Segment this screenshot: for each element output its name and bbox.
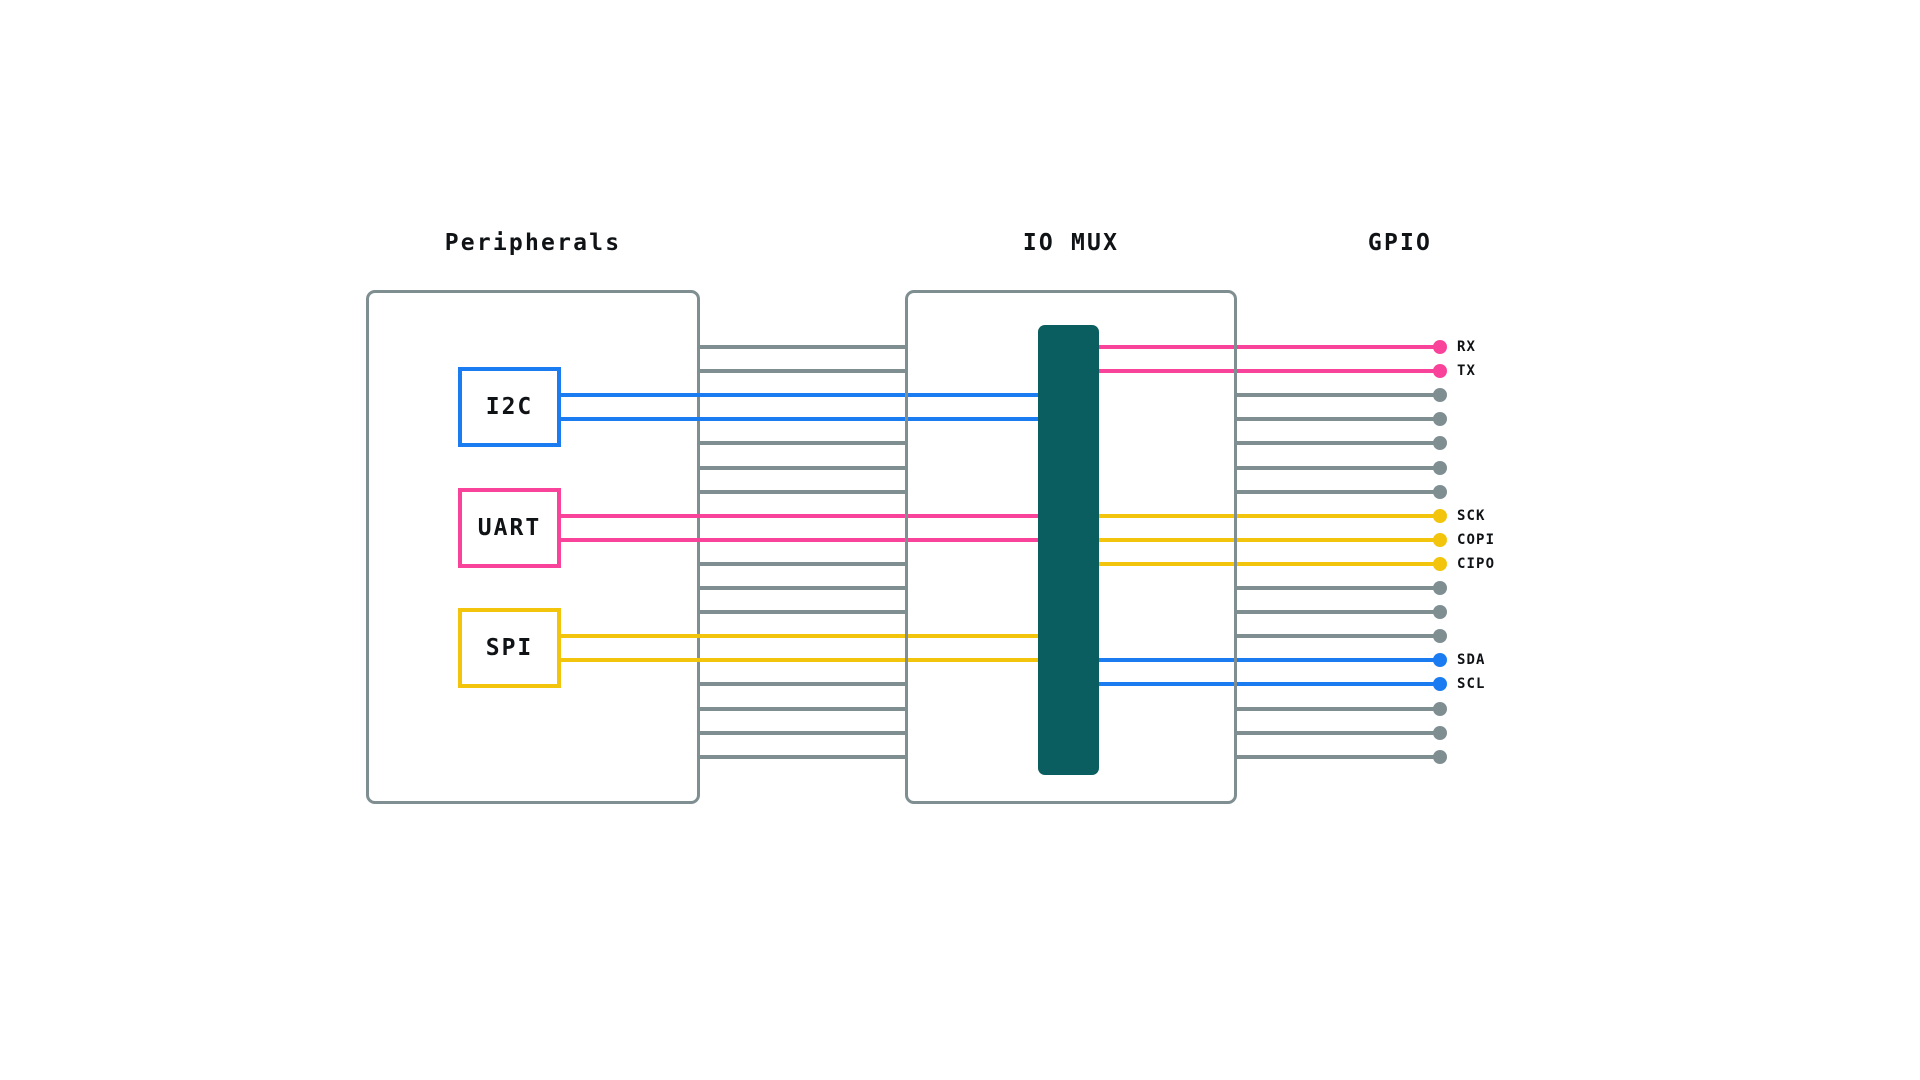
peripheral-block-uart[interactable]: UART — [458, 487, 561, 568]
gpio-pin-dot[interactable] — [1433, 581, 1447, 595]
column-title-peripherals: Peripherals — [444, 230, 622, 256]
peripheral-stub-wire — [557, 513, 704, 518]
column-title-io-mux: IO MUX — [1022, 230, 1120, 256]
signal-wire — [700, 417, 1044, 422]
gpio-pin-dot[interactable] — [1433, 605, 1447, 620]
io-mux-bar — [1038, 325, 1099, 775]
gpio-unused-wire — [1237, 754, 1440, 759]
column-title-gpio: GPIO — [1367, 230, 1433, 256]
gpio-unused-wire — [1237, 417, 1440, 422]
gpio-unused-wire — [1237, 610, 1440, 615]
peripheral-block-label: UART — [477, 514, 542, 541]
peripheral-stub-wire — [557, 417, 704, 422]
gpio-pin-label: SCK — [1457, 507, 1486, 524]
gpio-unused-wire — [1237, 393, 1440, 398]
unused-wire — [700, 706, 906, 711]
unused-wire — [700, 345, 906, 349]
gpio-pin-dot-cipo[interactable] — [1433, 556, 1447, 571]
gpio-signal-wire — [1093, 369, 1440, 374]
gpio-signal-wire — [1093, 682, 1440, 687]
gpio-pin-dot-sck[interactable] — [1433, 508, 1447, 523]
unused-wire — [700, 682, 906, 687]
peripherals-panel — [366, 290, 700, 804]
gpio-pin-label: SDA — [1457, 652, 1486, 669]
gpio-pin-label: CIPO — [1457, 555, 1496, 572]
gpio-pin-dot[interactable] — [1433, 436, 1447, 451]
peripheral-block-spi[interactable]: SPI — [458, 608, 561, 689]
peripheral-stub-wire — [557, 658, 704, 663]
gpio-pin-dot[interactable] — [1433, 749, 1447, 764]
gpio-unused-wire — [1237, 441, 1440, 446]
gpio-unused-wire — [1237, 465, 1440, 470]
gpio-pin-dot[interactable] — [1433, 412, 1447, 427]
unused-wire — [700, 465, 906, 470]
peripheral-block-label: SPI — [485, 635, 534, 662]
gpio-pin-dot[interactable] — [1433, 725, 1447, 740]
peripheral-stub-wire — [557, 634, 704, 639]
peripheral-stub-wire — [557, 393, 704, 398]
gpio-pin-dot-rx[interactable] — [1433, 340, 1447, 354]
gpio-pin-dot[interactable] — [1433, 388, 1447, 403]
unused-wire — [700, 586, 906, 590]
gpio-pin-dot[interactable] — [1433, 484, 1447, 499]
unused-wire — [700, 489, 906, 494]
gpio-pin-dot-tx[interactable] — [1433, 364, 1447, 379]
gpio-pin-label: SCL — [1457, 676, 1486, 693]
gpio-pin-dot-sda[interactable] — [1433, 653, 1447, 668]
gpio-unused-wire — [1237, 730, 1440, 735]
gpio-pin-dot[interactable] — [1433, 460, 1447, 475]
signal-wire — [700, 393, 1044, 398]
gpio-signal-wire — [1093, 561, 1440, 566]
unused-wire — [700, 730, 906, 735]
gpio-pin-label: RX — [1457, 339, 1477, 355]
signal-wire — [700, 513, 1044, 518]
signal-wire — [700, 537, 1044, 542]
gpio-signal-wire — [1093, 345, 1440, 349]
gpio-pin-dot-copi[interactable] — [1433, 532, 1447, 547]
gpio-unused-wire — [1237, 634, 1440, 639]
gpio-signal-wire — [1093, 537, 1440, 542]
gpio-unused-wire — [1237, 706, 1440, 711]
peripheral-block-i2c[interactable]: I2C — [458, 367, 561, 448]
peripheral-stub-wire — [557, 537, 704, 542]
signal-wire — [700, 658, 1044, 663]
unused-wire — [700, 441, 906, 446]
gpio-pin-dot-scl[interactable] — [1433, 677, 1447, 692]
gpio-signal-wire — [1093, 658, 1440, 663]
gpio-unused-wire — [1237, 489, 1440, 494]
gpio-signal-wire — [1093, 513, 1440, 518]
peripheral-block-label: I2C — [485, 394, 534, 421]
gpio-pin-label: TX — [1457, 363, 1477, 380]
unused-wire — [700, 561, 906, 566]
unused-wire — [700, 610, 906, 615]
gpio-pin-dot[interactable] — [1433, 701, 1447, 716]
gpio-unused-wire — [1237, 586, 1440, 590]
unused-wire — [700, 369, 906, 374]
gpio-pin-dot[interactable] — [1433, 629, 1447, 644]
unused-wire — [700, 754, 906, 759]
gpio-pin-label: COPI — [1457, 531, 1496, 548]
signal-wire — [700, 634, 1044, 639]
io-mux-panel — [905, 290, 1237, 804]
